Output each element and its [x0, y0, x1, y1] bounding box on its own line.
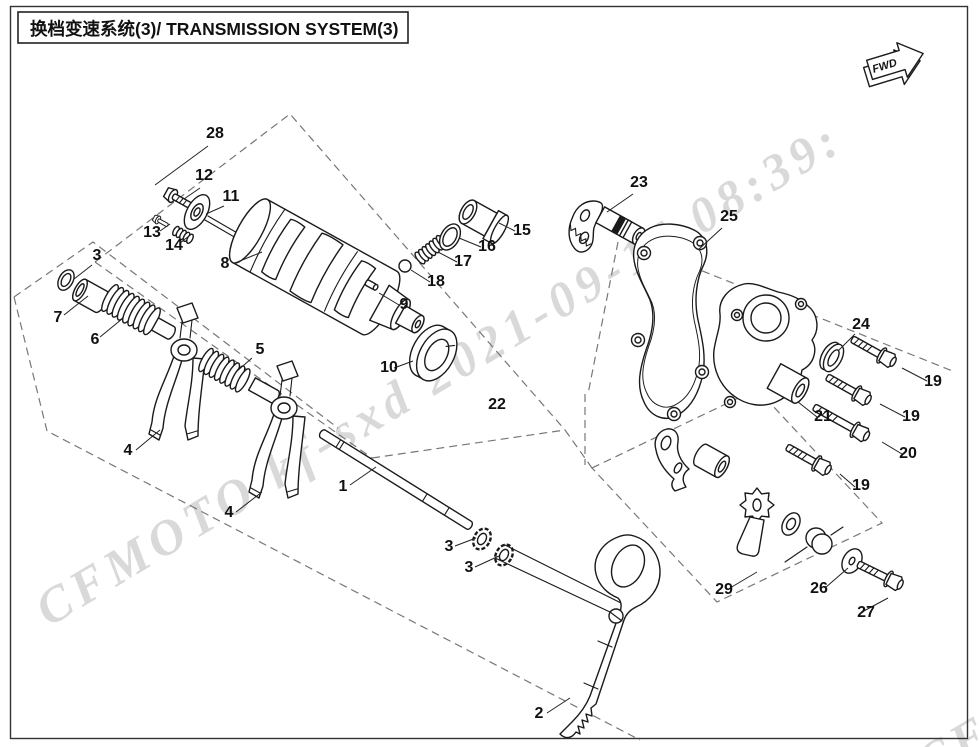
callout-5: 5	[256, 341, 265, 358]
callout-16: 16	[478, 238, 496, 255]
part-9-pin	[364, 279, 379, 291]
part-3-washer-a	[472, 527, 492, 551]
part-11-cam-disc	[183, 193, 211, 231]
callout-19-top: 19	[924, 373, 942, 390]
callout-10: 10	[380, 359, 398, 376]
callout-4-right: 4	[225, 504, 234, 521]
callout-22: 22	[488, 396, 506, 413]
part-10-bearing	[408, 324, 458, 382]
callout-3-left: 3	[93, 247, 102, 264]
callout-6: 6	[91, 331, 100, 348]
part-7-collar	[72, 278, 109, 314]
part-8-shift-drum	[228, 198, 425, 336]
callout-1: 1	[339, 478, 348, 495]
part-14-spring-small	[172, 225, 194, 244]
callout-17: 17	[454, 253, 472, 270]
gasket-bolt-holes	[630, 235, 710, 422]
part-15-plug-fitting	[458, 199, 510, 245]
part-24-oil-seal	[819, 341, 845, 373]
page-title: 换档变速系统(3)/ TRANSMISSION SYSTEM(3)	[30, 19, 399, 39]
part-26-washer	[841, 548, 863, 574]
callout-2: 2	[535, 705, 544, 722]
part-3-circlip-left	[57, 269, 75, 291]
part-27-flange-bolt	[853, 555, 907, 594]
callout-4-left: 4	[124, 442, 133, 459]
callout-27: 27	[857, 604, 875, 621]
callout-labels: 28 12 11 13 14 8 3 7 6 5 4 4 1 3 3 9 10 …	[54, 125, 942, 722]
part-3-washer-b	[494, 543, 514, 567]
callout-29: 29	[715, 581, 733, 598]
part-25-gasket	[630, 223, 710, 422]
callout-20: 20	[899, 445, 917, 462]
page-border	[9, 5, 969, 740]
callout-9: 9	[400, 296, 409, 313]
callout-25: 25	[720, 208, 738, 225]
part-18-ball	[398, 259, 412, 273]
dashed-group-lines	[13, 113, 956, 741]
callout-19-bottom: 19	[852, 477, 870, 494]
part-19-flange-bolt-bottom	[782, 438, 835, 479]
callout-26: 26	[810, 580, 828, 597]
fwd-arrow-icon: FWD	[860, 35, 930, 96]
callout-3-b: 3	[465, 559, 474, 576]
part-2-shift-arm	[494, 534, 661, 739]
part-1-fork-shaft	[318, 429, 474, 530]
part-29-stopper-group	[654, 428, 844, 563]
callout-12: 12	[195, 167, 213, 184]
torsion-spring	[784, 526, 844, 563]
part-23-shift-sector	[568, 200, 646, 253]
callout-11: 11	[223, 188, 240, 205]
part-13-screw	[151, 214, 169, 227]
callout-15: 15	[513, 222, 531, 239]
callout-23: 23	[630, 174, 648, 191]
callout-14: 14	[165, 237, 183, 254]
leader-lines	[63, 145, 928, 714]
part-19-flange-bolt-mid	[822, 368, 875, 409]
callout-19-mid: 19	[902, 408, 920, 425]
title-box	[17, 11, 409, 44]
callout-24: 24	[852, 316, 870, 333]
part-5-spring	[198, 347, 251, 393]
callout-13: 13	[143, 224, 161, 241]
callout-18: 18	[427, 273, 445, 290]
callout-21: 21	[814, 408, 832, 425]
callout-3-a: 3	[445, 538, 454, 555]
callout-8: 8	[221, 255, 230, 272]
part-21-bearing-cover	[713, 282, 818, 409]
callout-7: 7	[54, 309, 63, 326]
fork-shaft-stub	[150, 317, 176, 340]
part-19-flange-bolt-top	[847, 330, 900, 371]
part-12-bolt	[162, 187, 192, 209]
part-16-oring	[438, 223, 462, 251]
cover-boss	[766, 363, 810, 404]
part-6-spring	[101, 284, 161, 336]
callout-28: 28	[206, 125, 224, 142]
